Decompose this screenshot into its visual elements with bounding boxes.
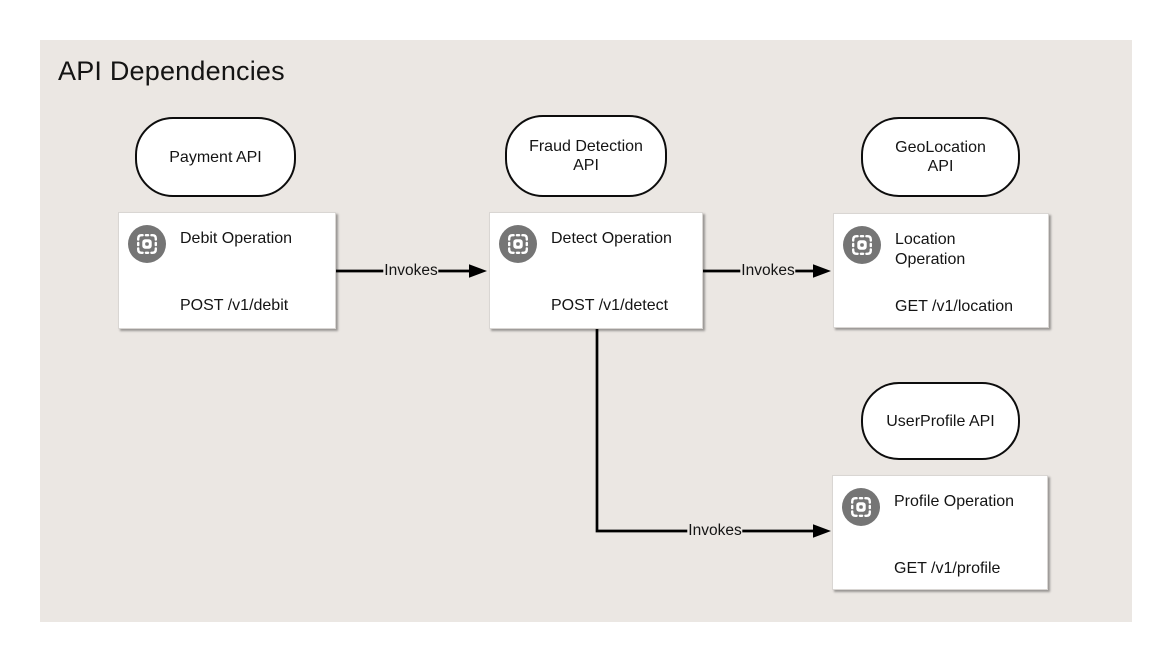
api-node-payment: Payment API	[135, 117, 296, 197]
operation-scan-icon	[843, 226, 881, 264]
api-node-userprofile: UserProfile API	[861, 382, 1020, 460]
operation-card-detect: Detect Operation POST /v1/detect	[489, 212, 703, 329]
operation-name: Detect Operation	[551, 230, 672, 247]
operation-card-location: Location Operation GET /v1/location	[833, 213, 1049, 328]
api-node-fraud-detection: Fraud Detection API	[505, 115, 667, 197]
edge-detect-to-profile	[595, 329, 831, 538]
operation-endpoint: POST /v1/debit	[180, 297, 289, 314]
api-node-label: Payment API	[169, 148, 262, 166]
edge-label-invokes: Invokes	[383, 262, 439, 280]
diagram-title: API Dependencies	[58, 56, 285, 86]
api-dependencies-diagram: API Dependencies Invokes Invokes Invokes…	[40, 40, 1132, 622]
api-node-label: GeoLocation API	[895, 139, 986, 175]
operation-endpoint: GET /v1/location	[895, 298, 1013, 315]
api-node-geolocation: GeoLocation API	[861, 117, 1020, 197]
api-node-label: Fraud Detection API	[529, 138, 643, 174]
operation-endpoint: GET /v1/profile	[894, 560, 1001, 577]
edge-label-invokes: Invokes	[687, 522, 743, 540]
operation-endpoint: POST /v1/detect	[551, 297, 669, 314]
api-node-label: UserProfile API	[886, 412, 995, 430]
operation-card-debit: Debit Operation POST /v1/debit	[118, 212, 336, 329]
operation-scan-icon	[128, 225, 166, 263]
operation-name: Debit Operation	[180, 230, 293, 247]
operation-card-profile: Profile Operation GET /v1/profile	[832, 475, 1048, 590]
operation-name: Profile Operation	[894, 493, 1015, 510]
operation-name: Location Operation	[895, 231, 966, 268]
operation-scan-icon	[842, 488, 880, 526]
operation-scan-icon	[499, 225, 537, 263]
edge-label-invokes: Invokes	[740, 262, 796, 280]
